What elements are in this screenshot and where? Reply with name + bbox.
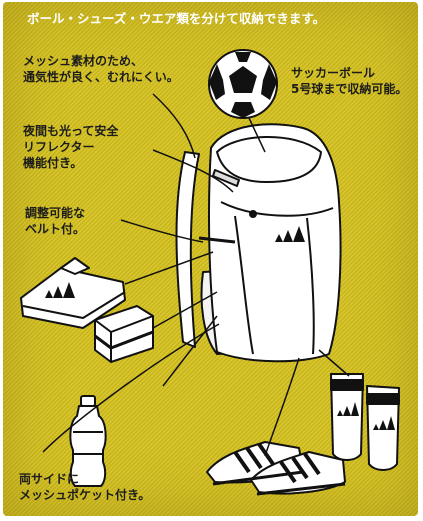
callout-reflector-line-1: 夜間も光って安全 [23, 124, 119, 138]
callout-ball-line-1: サッカーボール [291, 66, 376, 80]
callout-ball-line-2: 5号球まで収納可能。 [291, 82, 408, 96]
callout-mesh-line-1: メッシュ素材のため、 [23, 54, 144, 68]
product-feature-card: ボール・シューズ・ウエア類を分けて収納できます。 メッシュ素材のため、 通気性が… [3, 2, 418, 516]
callout-pocket-line-1: 両サイドに [19, 472, 80, 486]
shin-guard-icon [330, 373, 400, 471]
soccer-ball-icon [208, 49, 278, 119]
callout-reflector-line-2: リフレクター [23, 140, 95, 154]
callout-belt-line-2: ベルト付。 [25, 222, 86, 236]
backpack-icon [175, 123, 342, 363]
adidas-logo-icon [275, 226, 305, 242]
heading: ボール・シューズ・ウエア類を分けて収納できます。 [27, 11, 326, 26]
adidas-logo-icon [45, 282, 75, 298]
callout-lines [42, 93, 350, 457]
lunch-box-icon [94, 305, 154, 363]
callout-pocket-line-2: メッシュポケット付き。 [19, 488, 151, 502]
adidas-logo-icon [337, 402, 395, 430]
callout-mesh-line-2: 通気性が良く、むれにくい。 [23, 70, 179, 84]
soccer-boots-icon [206, 441, 346, 496]
water-bottle-icon [69, 395, 107, 487]
illustration [20, 49, 400, 496]
callout-belt-line-1: 調整可能な [25, 206, 86, 220]
callout-reflector-line-3: 機能付き。 [23, 156, 83, 170]
